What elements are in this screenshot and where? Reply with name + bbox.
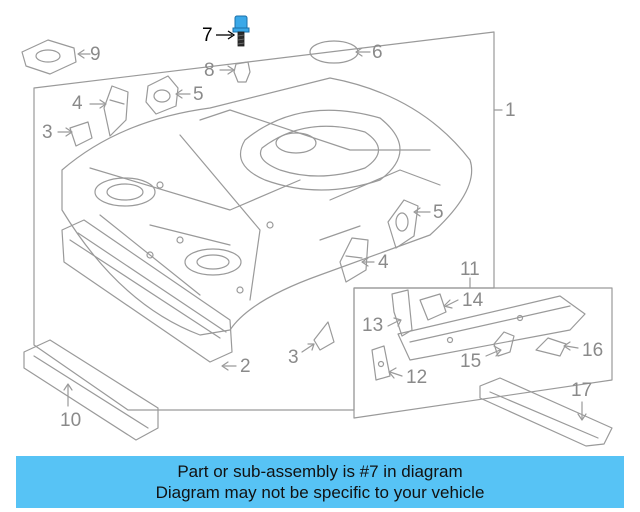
floor-panel	[61, 77, 473, 336]
grommet-8	[233, 61, 251, 83]
callout-11[interactable]: 11	[460, 259, 480, 280]
callout-5-lower[interactable]: 5	[433, 202, 444, 223]
rear-rail	[23, 339, 159, 441]
callout-2[interactable]: 2	[240, 356, 251, 377]
side-sill	[61, 219, 233, 363]
bracket-3-upper	[69, 121, 93, 147]
callout-3-upper[interactable]: 3	[42, 122, 53, 143]
callout-10[interactable]: 10	[60, 410, 82, 431]
callout-3-lower[interactable]: 3	[288, 347, 299, 368]
callout-15[interactable]: 15	[460, 351, 482, 372]
reinforcement-5-lower	[387, 199, 419, 249]
side-member	[479, 377, 613, 447]
info-banner: Part or sub-assembly is #7 in diagram Di…	[16, 456, 624, 508]
plate-9	[21, 39, 77, 75]
callout-6[interactable]: 6	[372, 42, 383, 63]
bracket-14	[419, 293, 447, 321]
callout-4-lower[interactable]: 4	[378, 252, 389, 273]
bracket-3-lower	[313, 321, 335, 351]
bracket-16	[535, 337, 567, 357]
bracket-4-upper	[103, 85, 129, 137]
main-assembly-frame	[33, 31, 495, 411]
banner-line-2: Diagram may not be specific to your vehi…	[155, 483, 485, 502]
callout-17[interactable]: 17	[571, 380, 593, 401]
bracket-4-lower	[339, 237, 369, 283]
callout-1[interactable]: 1	[505, 100, 516, 121]
reinforcement-5-upper	[145, 75, 179, 115]
banner-line-1: Part or sub-assembly is #7 in diagram	[177, 462, 463, 481]
callout-13[interactable]: 13	[362, 315, 384, 336]
callout-9[interactable]: 9	[90, 44, 101, 65]
callout-4-upper[interactable]: 4	[72, 93, 83, 114]
bracket-13	[391, 289, 413, 337]
callout-5-upper[interactable]: 5	[193, 84, 204, 105]
sub-assembly-frame	[353, 287, 613, 419]
callout-8[interactable]: 8	[204, 60, 215, 81]
bolt-7	[232, 15, 250, 47]
callout-14[interactable]: 14	[462, 290, 484, 311]
callout-16[interactable]: 16	[582, 340, 604, 361]
cross-member	[397, 295, 586, 361]
bracket-12	[371, 345, 391, 381]
callout-7[interactable]: 7	[202, 25, 213, 46]
callout-arrow-7	[216, 30, 236, 40]
callout-12[interactable]: 12	[406, 367, 428, 388]
